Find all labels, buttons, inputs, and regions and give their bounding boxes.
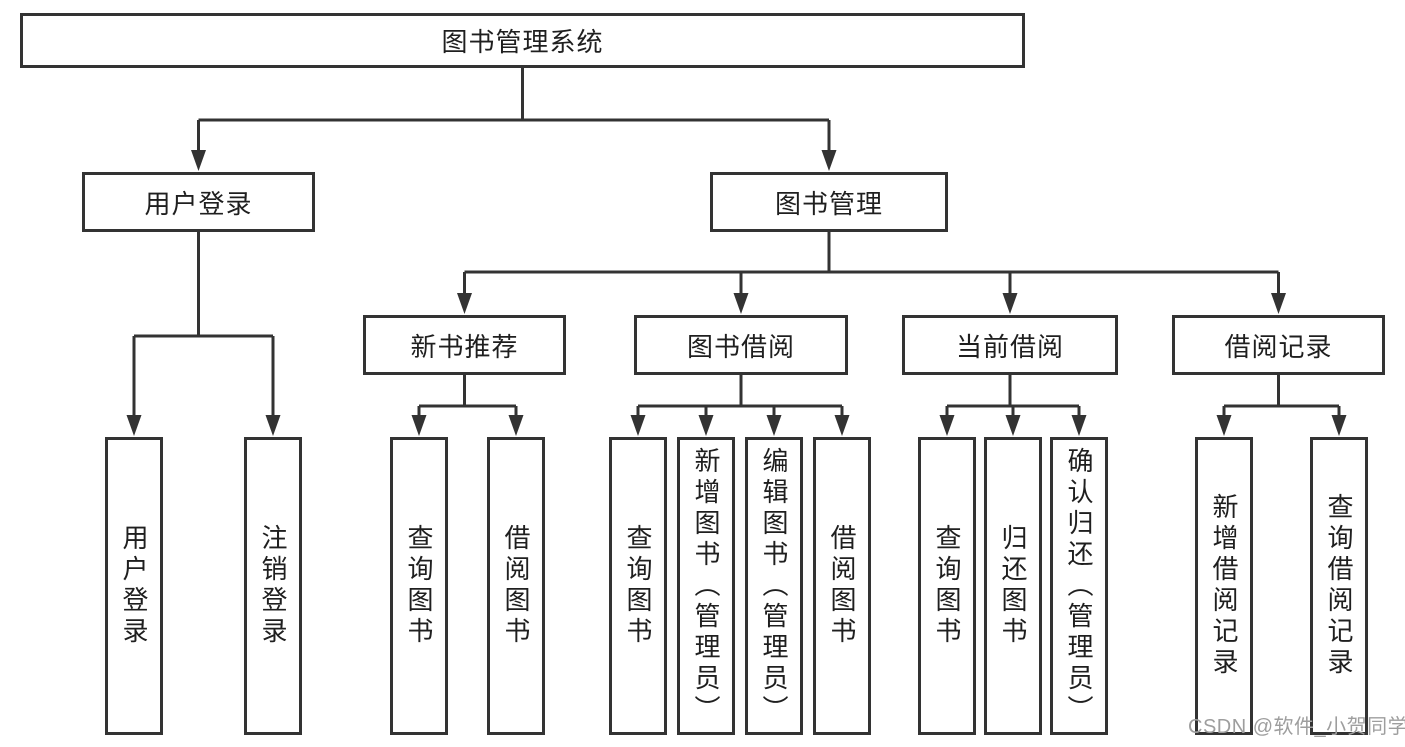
node-user-login: 用户登录 bbox=[82, 172, 315, 232]
node-book-management-label: 图书管理 bbox=[774, 188, 883, 219]
leaf-query-books-borrowing: 查询图书 bbox=[609, 437, 667, 735]
leaf-logout-label: 注销登录 bbox=[258, 524, 288, 648]
leaf-user-login: 用户登录 bbox=[105, 437, 163, 735]
node-borrow-records: 借阅记录 bbox=[1172, 315, 1385, 375]
leaf-query-borrow-record: 查询借阅记录 bbox=[1310, 437, 1368, 735]
leaf-return-books: 归还图书 bbox=[984, 437, 1042, 735]
node-new-book-recommendation-label: 新书推荐 bbox=[410, 331, 519, 362]
leaf-add-book-admin: 新增图书（管理员） bbox=[677, 437, 735, 735]
arrowheads bbox=[126, 150, 1347, 436]
leaf-add-borrow-record: 新增借阅记录 bbox=[1195, 437, 1253, 735]
leaf-query-books-current: 查询图书 bbox=[918, 437, 976, 735]
leaf-borrow-books-label: 借阅图书 bbox=[827, 524, 857, 648]
leaf-logout: 注销登录 bbox=[244, 437, 302, 735]
leaf-query-books-recommend-label: 查询图书 bbox=[404, 524, 434, 648]
connector-lines bbox=[132, 68, 1341, 420]
node-root-system: 图书管理系统 bbox=[20, 13, 1025, 68]
csdn-watermark: CSDN @软件_小贺同学 bbox=[1188, 716, 1405, 738]
leaf-add-book-admin-label: 新增图书（管理员） bbox=[691, 446, 721, 726]
leaf-borrow-books-recommend-label: 借阅图书 bbox=[501, 524, 531, 648]
leaf-query-books-recommend: 查询图书 bbox=[390, 437, 448, 735]
node-user-login-label: 用户登录 bbox=[144, 188, 253, 219]
node-root-system-label: 图书管理系统 bbox=[441, 27, 604, 57]
leaf-edit-book-admin-label: 编辑图书（管理员） bbox=[759, 446, 789, 726]
leaf-query-books-current-label: 查询图书 bbox=[932, 524, 962, 648]
node-new-book-recommendation: 新书推荐 bbox=[363, 315, 566, 375]
leaf-add-borrow-record-label: 新增借阅记录 bbox=[1209, 493, 1239, 679]
leaf-confirm-return-admin-label: 确认归还（管理员） bbox=[1064, 446, 1094, 726]
leaf-return-books-label: 归还图书 bbox=[998, 524, 1028, 648]
node-current-borrowing: 当前借阅 bbox=[902, 315, 1118, 375]
node-book-borrowing-label: 图书借阅 bbox=[686, 331, 795, 362]
leaf-borrow-books-recommend: 借阅图书 bbox=[487, 437, 545, 735]
leaf-query-borrow-record-label: 查询借阅记录 bbox=[1324, 493, 1354, 679]
leaf-borrow-books: 借阅图书 bbox=[813, 437, 871, 735]
node-book-borrowing: 图书借阅 bbox=[634, 315, 848, 375]
leaf-confirm-return-admin: 确认归还（管理员） bbox=[1050, 437, 1108, 735]
leaf-query-books-borrowing-label: 查询图书 bbox=[623, 524, 653, 648]
leaf-user-login-label: 用户登录 bbox=[119, 524, 149, 648]
node-current-borrowing-label: 当前借阅 bbox=[955, 331, 1064, 362]
leaf-edit-book-admin: 编辑图书（管理员） bbox=[745, 437, 803, 735]
node-book-management: 图书管理 bbox=[710, 172, 948, 232]
node-borrow-records-label: 借阅记录 bbox=[1224, 331, 1333, 362]
